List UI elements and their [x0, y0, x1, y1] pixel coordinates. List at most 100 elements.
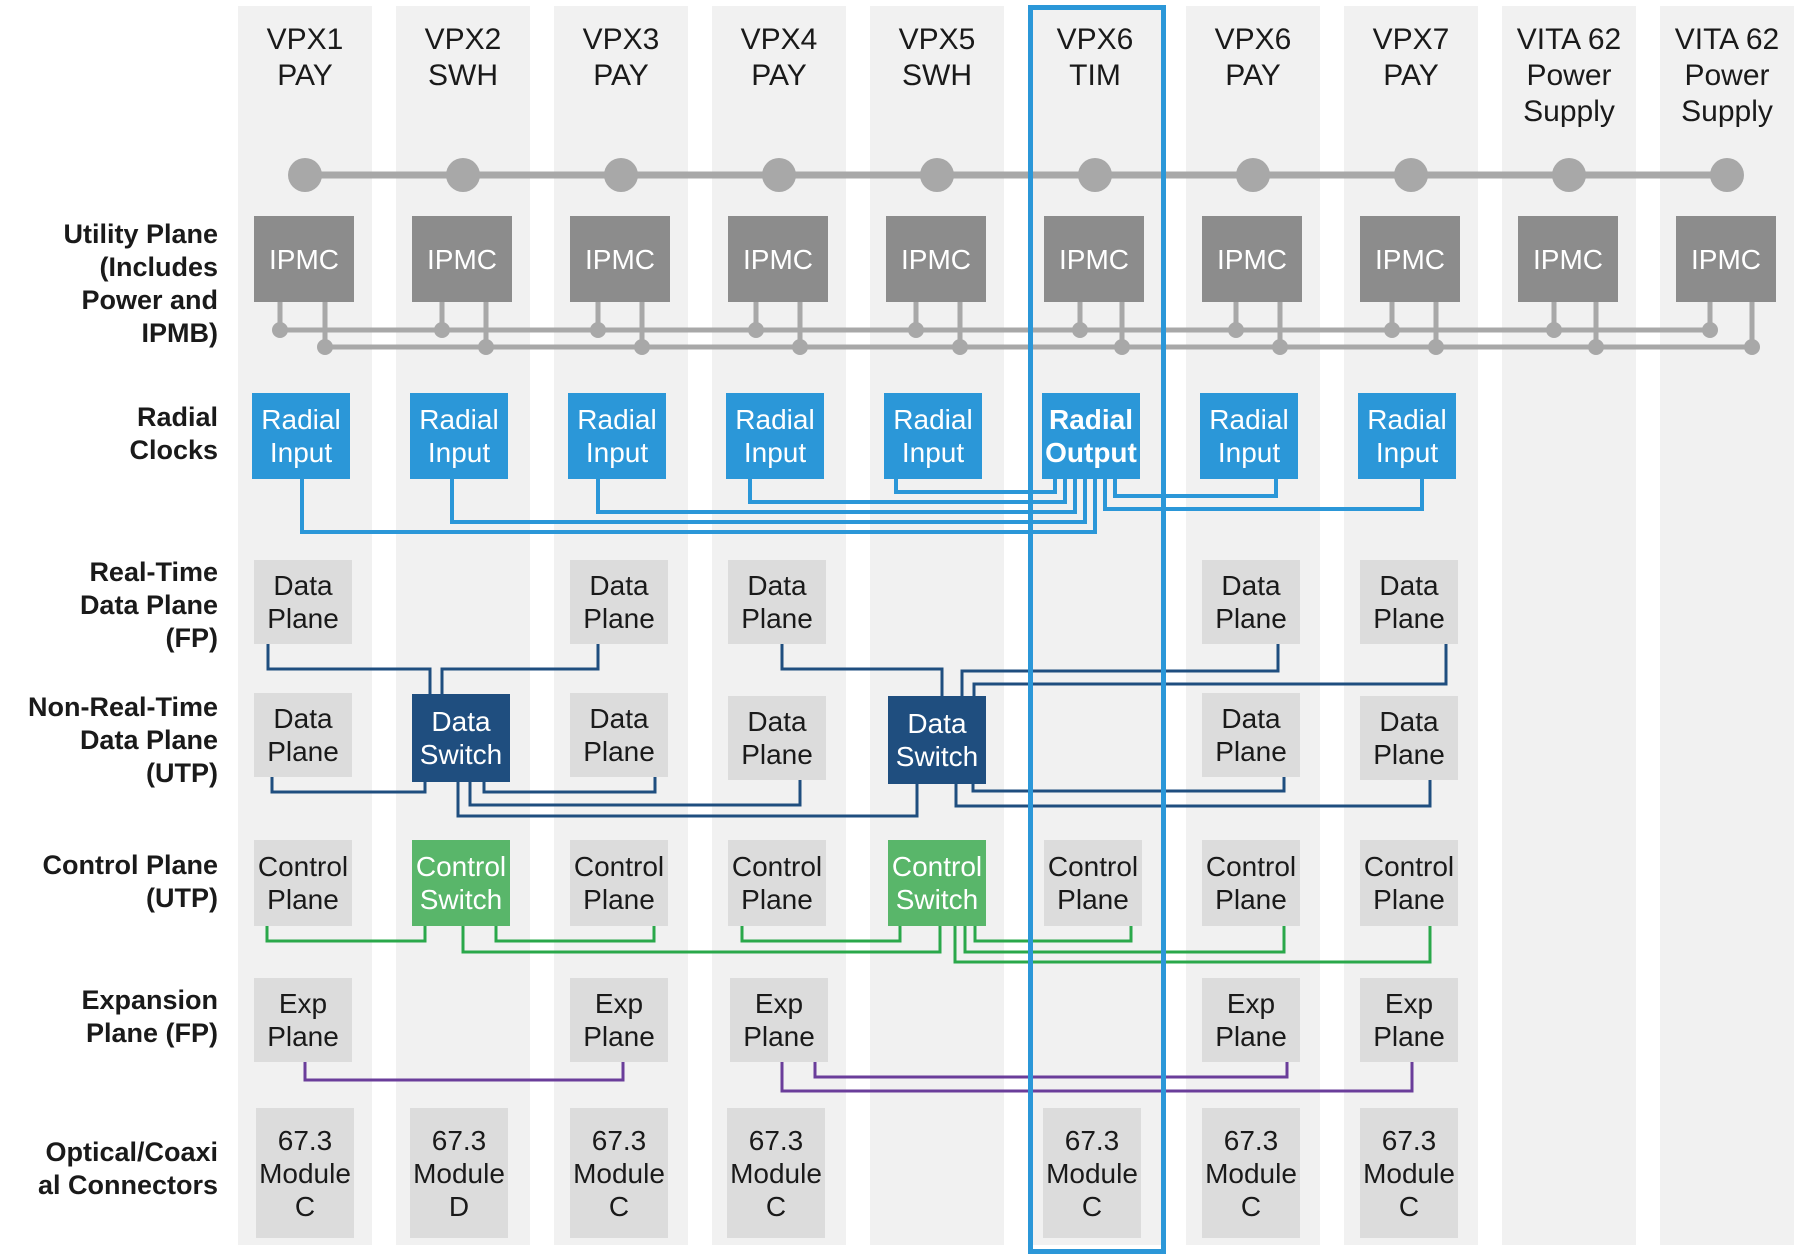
exp-link	[303, 1062, 625, 1082]
nrt-data-plane-box: Data Plane	[570, 693, 668, 777]
data-link	[270, 777, 427, 794]
exp-plane-box: Exp Plane	[1202, 978, 1300, 1062]
column-vita62-a	[1502, 6, 1636, 1245]
tim-column-highlight	[1028, 5, 1166, 1254]
control-link	[973, 926, 1133, 943]
exp-link	[813, 1062, 1289, 1079]
bus-node	[1384, 322, 1400, 338]
column-header: VITA 62 Power Supply	[1674, 23, 1780, 128]
data-link	[780, 644, 944, 698]
ipmc-box: IPMC	[886, 216, 986, 302]
ipmc-box: IPMC	[570, 216, 670, 302]
radial-input-box: Radial Input	[884, 393, 982, 479]
column-vita62-b	[1660, 6, 1794, 1245]
radial-clock-link	[894, 479, 1057, 494]
data-link	[266, 644, 432, 696]
data-link	[440, 644, 600, 696]
bus-node	[1228, 322, 1244, 338]
column-vpx6-tim	[1028, 6, 1162, 1245]
bus-node	[1546, 322, 1562, 338]
ipmc-box: IPMC	[1360, 216, 1460, 302]
radial-clock-link	[596, 479, 1077, 514]
column-header: VITA 62 Power Supply	[1516, 23, 1622, 128]
data-link	[482, 777, 657, 794]
column-header: VPX2 SWH	[424, 23, 502, 92]
bus-node	[1114, 339, 1130, 355]
slot-node	[1236, 158, 1270, 192]
rt-data-plane-box: Data Plane	[570, 560, 668, 644]
bus-node	[478, 339, 494, 355]
control-switch-box: Control Switch	[888, 840, 986, 926]
rt-data-plane-box: Data Plane	[1360, 560, 1458, 644]
bus-node	[1588, 339, 1604, 355]
bus-node	[1428, 339, 1444, 355]
control-link	[740, 926, 902, 943]
slot-node	[446, 158, 480, 192]
bus-node	[590, 322, 606, 338]
ipmc-box: IPMC	[1518, 216, 1618, 302]
slot-node	[1710, 158, 1744, 192]
slot-node	[288, 158, 322, 192]
control-link	[953, 926, 1432, 964]
bus-node	[434, 322, 450, 338]
data-link	[960, 644, 1280, 698]
module-box: 67.3 Module C	[727, 1108, 825, 1238]
ipmc-box: IPMC	[254, 216, 354, 302]
nrt-data-plane-box: Data Plane	[1360, 696, 1458, 780]
radial-input-box: Radial Input	[726, 393, 824, 479]
data-link	[971, 777, 1286, 793]
column-header: VPX5 SWH	[898, 23, 976, 92]
module-box: 67.3 Module D	[410, 1108, 508, 1238]
exp-link	[780, 1062, 1414, 1093]
radial-input-box: Radial Input	[1358, 393, 1456, 479]
slot-node	[604, 158, 638, 192]
ipmc-box: IPMC	[728, 216, 828, 302]
bus-node	[748, 322, 764, 338]
ipmc-box: IPMC	[1044, 216, 1144, 302]
bus-node	[1744, 339, 1760, 355]
row-label-real-time-data-plane: Real-Time Data Plane (FP)	[79, 557, 218, 653]
radial-input-box: Radial Input	[568, 393, 666, 479]
radial-clock-link	[748, 479, 1067, 504]
slot-node	[1552, 158, 1586, 192]
module-box: 67.3 Module C	[256, 1108, 354, 1238]
data-link	[456, 782, 919, 818]
nrt-data-plane-box: Data Plane	[1202, 693, 1300, 777]
rt-data-plane-box: Data Plane	[254, 560, 352, 644]
control-link	[265, 926, 427, 943]
radial-input-box: Radial Input	[252, 393, 350, 479]
ipmc-box: IPMC	[1676, 216, 1776, 302]
row-label-optical-coaxial-connectors: Optical/Coaxi al Connectors	[37, 1137, 218, 1200]
ipmc-box: IPMC	[412, 216, 512, 302]
bus-node	[1072, 322, 1088, 338]
module-box: 67.3 Module C	[570, 1108, 668, 1238]
slot-node	[762, 158, 796, 192]
radial-clock-link	[1103, 479, 1424, 511]
column-vpx2	[396, 6, 530, 1245]
control-plane-box: Control Plane	[1202, 840, 1300, 926]
ipmc-box: IPMC	[1202, 216, 1302, 302]
radial-clock-link	[300, 479, 1097, 534]
bus-node	[1272, 339, 1288, 355]
row-label-non-real-time-data-plane: Non-Real-Time Data Plane (UTP)	[27, 692, 218, 788]
module-box: 67.3 Module C	[1360, 1108, 1458, 1238]
rt-data-plane-box: Data Plane	[728, 560, 826, 644]
bus-node	[272, 322, 288, 338]
row-label-control-plane: Control Plane (UTP)	[42, 850, 218, 913]
radial-input-box: Radial Input	[410, 393, 508, 479]
control-link	[963, 926, 1286, 954]
exp-plane-box: Exp Plane	[730, 978, 828, 1062]
control-plane-box: Control Plane	[570, 840, 668, 926]
nrt-data-plane-box: Data Plane	[728, 696, 826, 780]
bus-node	[952, 339, 968, 355]
radial-output-box: Radial Output	[1042, 393, 1140, 479]
column-header: VPX6 PAY	[1214, 23, 1292, 92]
radial-clock-link	[450, 479, 1087, 524]
control-switch-box: Control Switch	[412, 840, 510, 926]
bus-node	[792, 339, 808, 355]
radial-input-box: Radial Input	[1200, 393, 1298, 479]
slot-node	[1078, 158, 1112, 192]
control-plane-box: Control Plane	[254, 840, 352, 926]
